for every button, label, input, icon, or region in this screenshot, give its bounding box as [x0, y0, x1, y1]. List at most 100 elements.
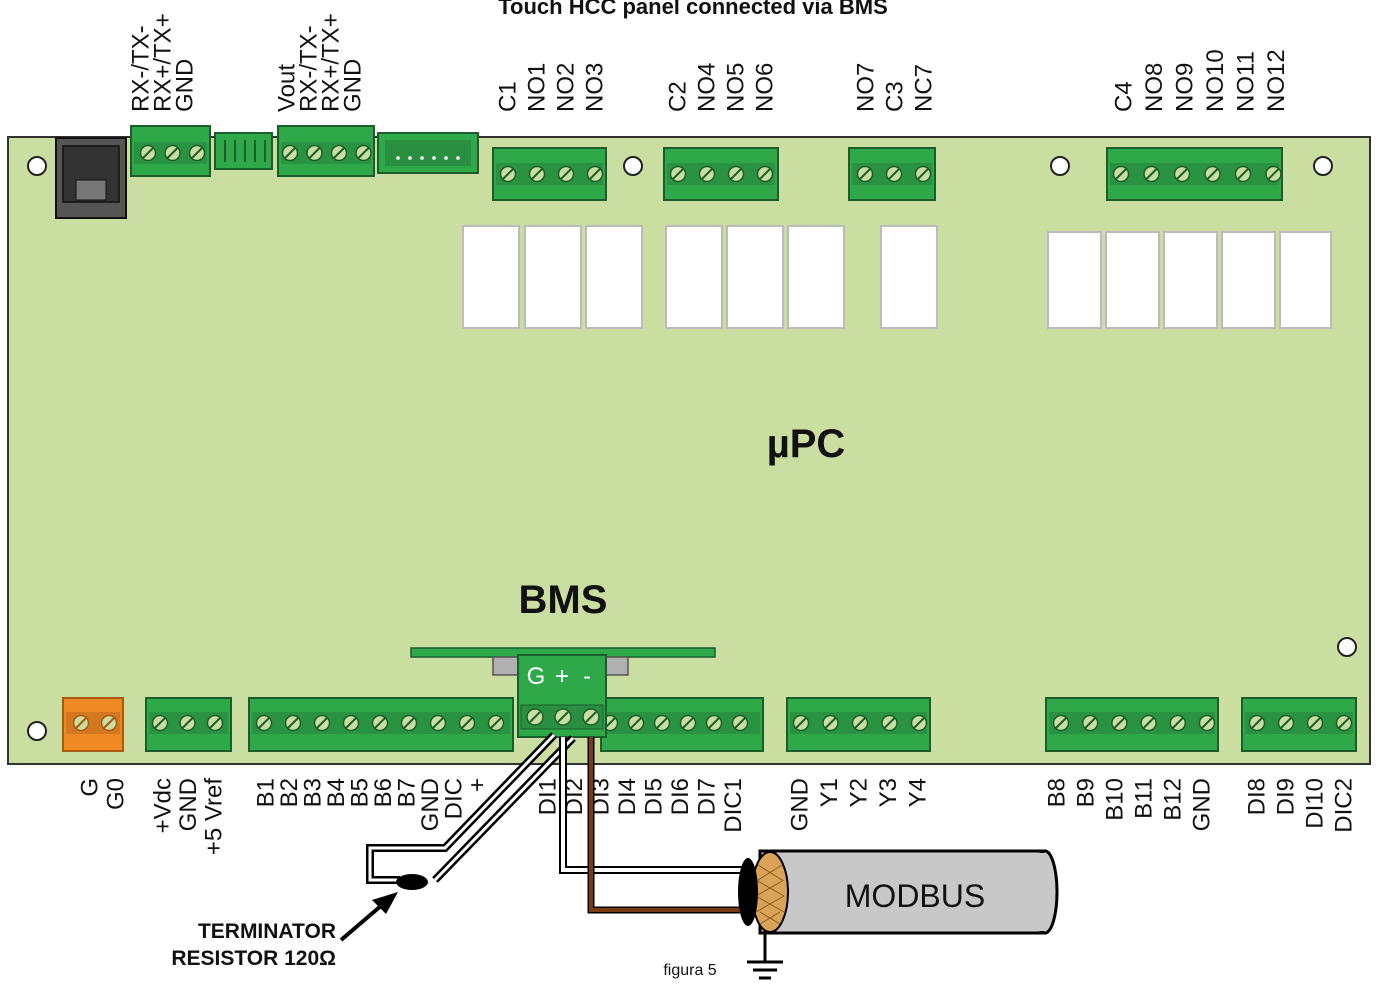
- screw-icon: [914, 165, 932, 183]
- screw-icon: [653, 714, 671, 732]
- terminal-relay-group-2: [663, 147, 779, 201]
- modbus-cable: MODBUS: [738, 849, 1059, 935]
- relay: [726, 225, 784, 329]
- screw-icon: [355, 144, 372, 162]
- screw-icon: [1052, 714, 1070, 732]
- terminal-label: B12: [1160, 778, 1187, 821]
- terminal-label: NO7: [853, 63, 880, 112]
- relay: [1047, 231, 1102, 329]
- wires: [366, 732, 752, 914]
- terminal-power: [62, 697, 124, 752]
- screw-icon: [284, 714, 302, 732]
- relay: [1105, 231, 1160, 329]
- mounting-hole-icon: [623, 156, 643, 176]
- relay: [524, 225, 582, 329]
- terminal-relay-group-1: [492, 147, 607, 201]
- relay: [462, 225, 520, 329]
- terminal-relay-group-3: [848, 147, 936, 201]
- screw-icon: [1306, 714, 1324, 732]
- mounting-hole-icon: [27, 721, 47, 741]
- terminal-label: Y1: [816, 778, 843, 807]
- terminal-digital-inputs: [600, 697, 764, 752]
- screw-icon: [528, 165, 546, 183]
- relay: [880, 225, 938, 329]
- screw-icon: [179, 714, 196, 732]
- screw-icon: [885, 165, 903, 183]
- terminal-label: NC7: [911, 64, 938, 112]
- screw-icon: [1198, 714, 1216, 732]
- terminal-label: DIC1: [720, 778, 747, 833]
- terminal-label: C2: [665, 81, 692, 112]
- screw-icon: [1234, 165, 1252, 183]
- terminal-supply: [145, 697, 232, 752]
- labels-serial-1: RX-/TX-RX+/TX+GND: [128, 13, 199, 112]
- screw-icon: [342, 714, 360, 732]
- screw-icon: [1112, 165, 1130, 183]
- screw-icon: [910, 714, 928, 732]
- screw-icon: [1081, 714, 1099, 732]
- screw-icon: [679, 714, 697, 732]
- terminal-label: G0: [103, 778, 130, 810]
- screw-icon: [188, 144, 206, 162]
- terminal-label: RX-/TX-: [296, 25, 323, 112]
- terminal-label: Y3: [875, 778, 902, 807]
- screw-icon: [1248, 714, 1266, 732]
- screw-icon: [255, 714, 273, 732]
- terminal-label: B5: [347, 778, 374, 807]
- terminal-serial-2: [277, 125, 375, 177]
- terminal-label: NO5: [723, 63, 750, 112]
- screw-icon: [856, 165, 874, 183]
- terminal-label: C4: [1111, 81, 1138, 112]
- screw-icon: [306, 144, 323, 162]
- ground-icon: [747, 930, 783, 980]
- terminal-label: +: [464, 778, 491, 792]
- screw-icon: [151, 714, 169, 732]
- terminal-label: NO4: [694, 63, 721, 112]
- bms-screws: [526, 708, 600, 726]
- mounting-hole-icon: [1337, 637, 1357, 657]
- terminal-label: G: [77, 778, 104, 797]
- terminal-label: GND: [340, 59, 367, 112]
- terminal-label: B7: [394, 778, 421, 807]
- mounting-holes: [27, 156, 1357, 741]
- terminal-label: +Vdc: [150, 778, 177, 833]
- rj-connector: [55, 137, 127, 219]
- bms-title: BMS: [519, 578, 608, 622]
- terminal-analog-inputs-2: [1045, 697, 1219, 752]
- terminal-label: B9: [1073, 778, 1100, 807]
- terminal-outputs: [786, 697, 931, 752]
- screw-icon: [792, 714, 810, 732]
- terminal-label: B11: [1131, 778, 1158, 819]
- terminal-label: DI6: [667, 778, 694, 815]
- relay: [665, 225, 723, 329]
- relay: [787, 225, 845, 329]
- bms-terminal-plus: +: [555, 663, 569, 690]
- bms-terminal-g: G: [527, 663, 546, 690]
- terminal-label: +5 Vref: [201, 778, 228, 855]
- terminal-label: NO6: [752, 63, 779, 112]
- relay: [1279, 231, 1332, 329]
- terminal-label: B8: [1044, 778, 1071, 807]
- screw-icon: [586, 165, 604, 183]
- screw-icon: [1277, 714, 1295, 732]
- terminal-label: B3: [300, 778, 327, 807]
- screw-icon: [881, 714, 898, 732]
- terminal-relay-group-4: [1106, 147, 1283, 201]
- screw-icon: [139, 144, 157, 162]
- terminal-label: DI9: [1273, 778, 1300, 815]
- screw-icon: [705, 714, 723, 732]
- screw-icon: [164, 144, 181, 162]
- terminator-label-line2: RESISTOR 120Ω: [171, 947, 336, 970]
- terminal-label: DI8: [1244, 778, 1271, 815]
- mounting-hole-icon: [1313, 156, 1333, 176]
- screw-icon: [669, 165, 687, 183]
- relays: [462, 225, 1332, 329]
- screw-icon: [100, 714, 118, 732]
